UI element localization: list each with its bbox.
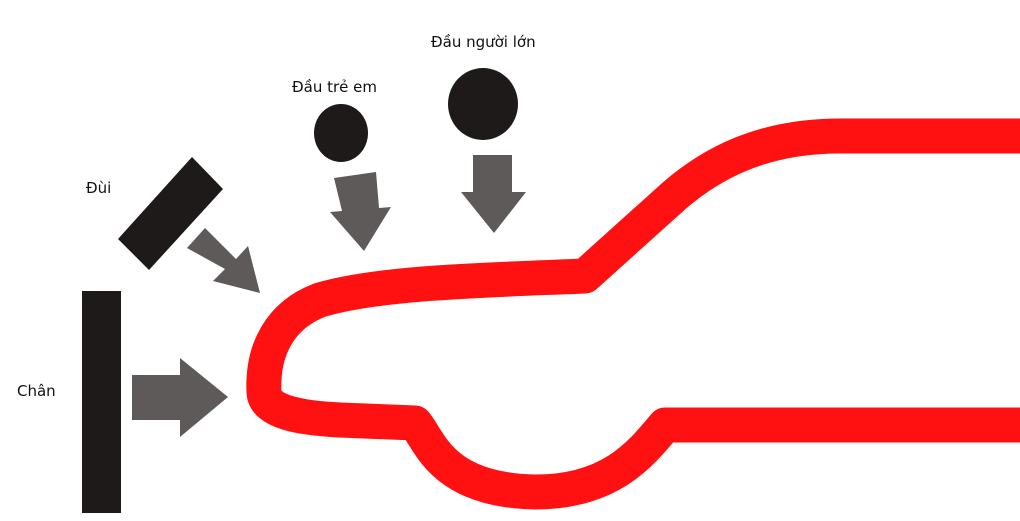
adult-head-impact-arrow <box>461 155 526 233</box>
thigh-impactor <box>118 157 223 270</box>
thigh-impact-arrow <box>187 228 260 293</box>
leg-impact-arrow <box>132 358 228 437</box>
adult-head-impactor <box>448 68 518 140</box>
leg-impactor <box>82 291 121 513</box>
child-head-impactor <box>314 104 368 162</box>
adult-head-label: Đầu người lớn <box>431 33 536 51</box>
child-head-label: Đầu trẻ em <box>292 78 377 96</box>
thigh-label: Đùi <box>86 179 111 197</box>
child-head-impact-arrow <box>330 172 391 251</box>
leg-label: Chân <box>17 382 56 400</box>
car-outline <box>246 118 1020 510</box>
